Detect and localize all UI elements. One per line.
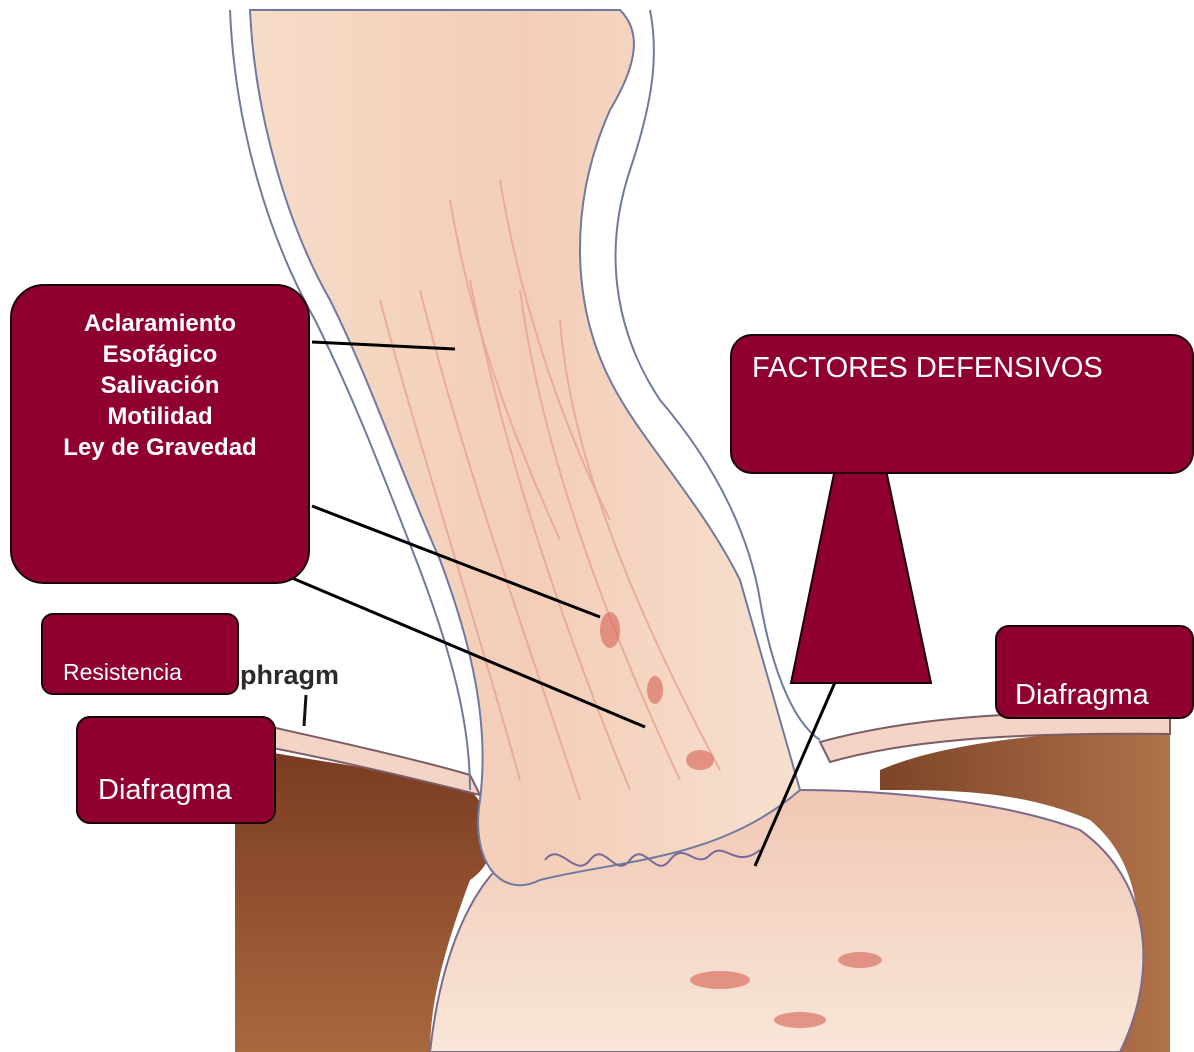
- list-item-esofagico: Esofágico: [12, 339, 308, 370]
- list-item-salivacion: Salivación: [12, 370, 308, 401]
- defense-factors-title: FACTORES DEFENSIVOS: [752, 352, 1103, 384]
- defense-factors-list-box: Aclaramiento Esofágico Salivación Motili…: [10, 284, 310, 584]
- defense-factors-title-box: FACTORES DEFENSIVOS: [730, 334, 1194, 474]
- list-item-aclaramiento: Aclaramiento: [12, 308, 308, 339]
- diaphragm-left-label: Diafragma: [98, 774, 232, 806]
- diaphragm-print-pointer: [304, 695, 306, 726]
- diaphragm-right-label: Diafragma: [1015, 679, 1149, 711]
- resistance-label: Resistencia: [63, 659, 182, 685]
- diaphragm-print-label: phragm: [240, 660, 339, 690]
- list-item-motilidad: Motilidad: [12, 401, 308, 432]
- diaphragm-right-box: Diafragma: [995, 625, 1194, 719]
- list-item-ley-de-gravedad: Ley de Gravedad: [12, 432, 308, 463]
- diaphragm-left-box: Diafragma: [76, 716, 276, 824]
- resistance-box: Resistencia: [41, 613, 239, 695]
